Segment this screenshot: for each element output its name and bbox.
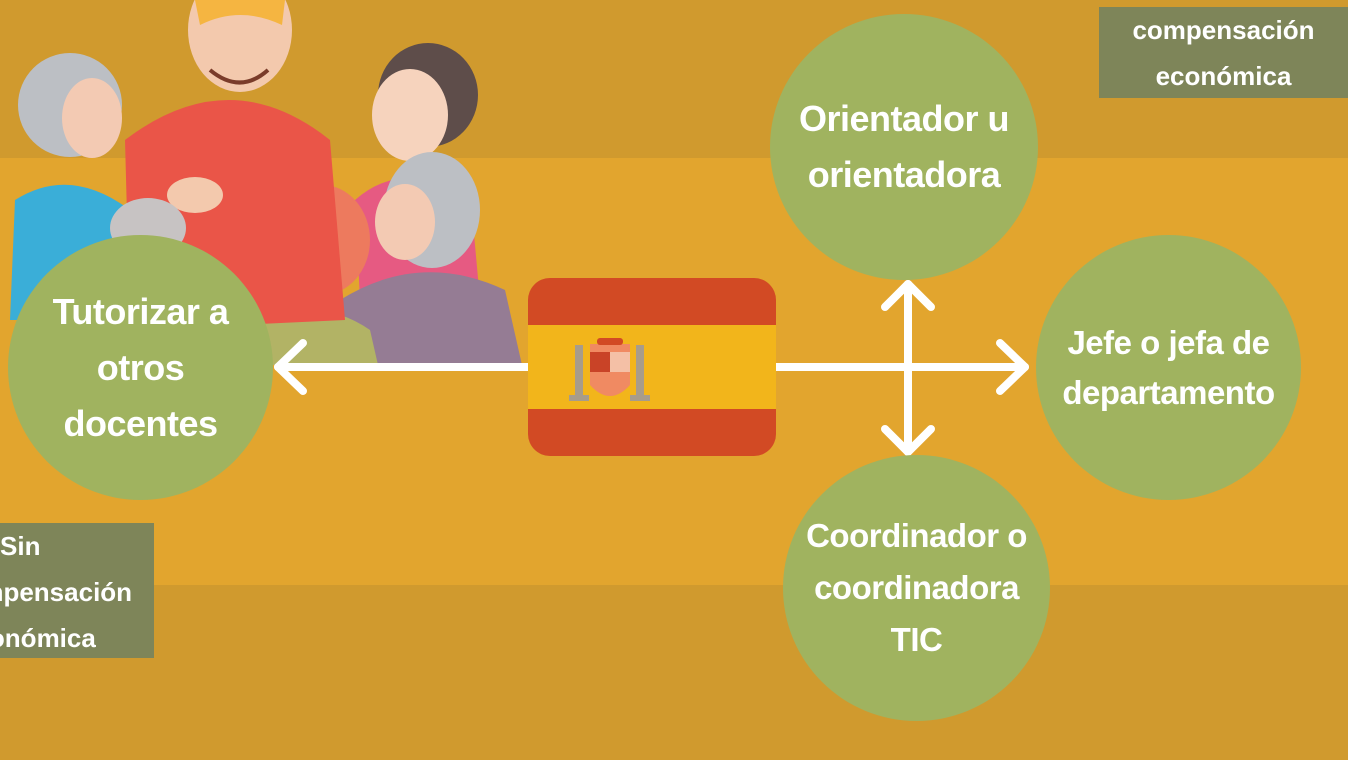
node-jefe-line-2: departamento <box>1062 373 1275 411</box>
node-coordinador-line-2: coordinadora <box>814 569 1019 606</box>
node-coordinador: Coordinador o coordinadora TIC <box>783 455 1050 721</box>
compensation-tag: compensación económica <box>1099 7 1348 98</box>
node-coordinador-line-1: Coordinador o <box>806 517 1027 554</box>
background-band-bottom <box>0 585 1348 760</box>
node-coordinador-line-3: TIC <box>890 621 943 658</box>
node-orientador: Orientador u orientadora <box>770 14 1038 280</box>
node-tutorizar-line-2: otros <box>96 346 185 388</box>
no-compensation-tag-line-3: económica <box>0 623 96 653</box>
no-compensation-tag-line-2: compensación <box>0 577 133 607</box>
compensation-tag-line-1: compensación <box>1132 15 1315 45</box>
node-tutorizar: Tutorizar a otros docentes <box>8 235 273 500</box>
node-jefe: Jefe o jefa de departamento <box>1036 235 1301 500</box>
node-tutorizar-line-1: Tutorizar a <box>52 290 229 332</box>
node-tutorizar-line-3: docentes <box>63 402 218 444</box>
node-orientador-line-2: orientadora <box>807 154 1001 195</box>
no-compensation-tag: Sin compensación económica <box>0 523 154 658</box>
compensation-tag-line-2: económica <box>1155 61 1292 91</box>
node-orientador-line-1: Orientador u <box>798 98 1010 139</box>
no-compensation-tag-line-1: Sin <box>0 531 41 561</box>
node-jefe-line-1: Jefe o jefa de <box>1067 323 1270 361</box>
